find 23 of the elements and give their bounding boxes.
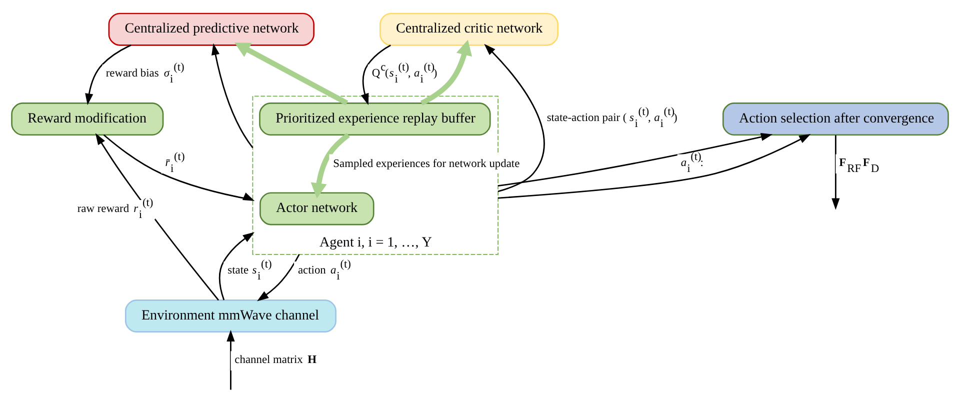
arrow: [498, 132, 773, 186]
arrow: [103, 134, 255, 201]
arrow: [226, 329, 235, 390]
arrow: [234, 42, 348, 105]
arrow: [256, 254, 300, 301]
node-box: Centralized predictive network: [108, 12, 314, 46]
arrow: [310, 132, 350, 198]
arrow: [360, 44, 391, 105]
arrow: [498, 133, 811, 198]
arrow: [85, 44, 132, 105]
node-box: Environment mmWave channel: [125, 299, 336, 332]
node-box: Prioritized experience replay buffer: [259, 102, 491, 136]
node-box: Actor network: [260, 192, 374, 225]
node-box: Action selection after convergence: [722, 102, 949, 136]
arrow: [484, 43, 545, 192]
arrow: [212, 42, 254, 148]
node-box: Reward modification: [11, 102, 164, 136]
node-box: Centralized critic network: [380, 12, 558, 46]
arrow: [95, 132, 220, 300]
arrow: [218, 232, 254, 300]
arrow: [420, 39, 472, 106]
arrow: [832, 134, 840, 210]
edge-label: channel matrix H: [234, 353, 317, 366]
